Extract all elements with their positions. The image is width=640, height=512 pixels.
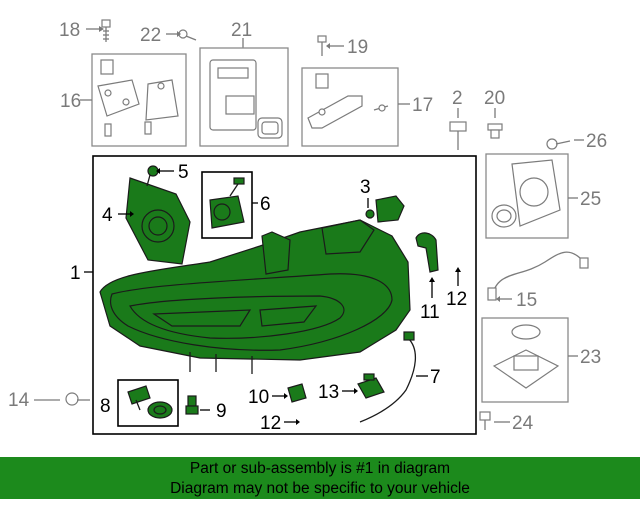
group-box-17 <box>301 67 399 147</box>
group-box-6 <box>201 171 253 239</box>
part-14-screw[interactable] <box>65 392 90 406</box>
part-4-cover-plate[interactable] <box>125 177 191 265</box>
part-25-bulb-cover[interactable] <box>491 159 561 228</box>
part-1-headlamp-assembly[interactable] <box>99 219 411 374</box>
callout-7: 7 <box>430 367 441 388</box>
part-2-bolt[interactable] <box>449 121 467 150</box>
main-assembly-box <box>92 155 477 435</box>
callout-11: 11 <box>420 302 440 323</box>
callout-1: 1 <box>70 263 81 284</box>
callout-24: 24 <box>512 413 534 434</box>
callout-2: 2 <box>452 88 463 109</box>
callout-15: 15 <box>516 290 537 311</box>
parts-diagram: 18 22 16 21 19 <box>8 19 607 435</box>
part-20-clip[interactable] <box>487 123 503 139</box>
callout-16: 16 <box>60 91 81 112</box>
part-11-socket[interactable] <box>415 232 439 273</box>
part-6-adjuster[interactable] <box>209 177 245 229</box>
callout-3: 3 <box>360 177 371 198</box>
callout-9: 9 <box>216 401 227 422</box>
part-5-screw[interactable] <box>146 165 159 187</box>
callout-12b: 12 <box>260 413 281 434</box>
group-box-8 <box>117 379 179 427</box>
callout-12a: 12 <box>446 289 467 310</box>
part-22-screw[interactable] <box>178 29 197 41</box>
callout-17: 17 <box>412 95 433 116</box>
part-15-wiring[interactable] <box>487 251 589 301</box>
part-19-bolt[interactable] <box>317 35 327 56</box>
callout-4: 4 <box>102 205 113 226</box>
callout-19: 19 <box>347 37 368 58</box>
group-box-25 <box>485 153 569 239</box>
callout-25: 25 <box>580 189 601 210</box>
part-24-screw[interactable] <box>479 411 491 430</box>
callout-23: 23 <box>580 347 601 368</box>
group-box-23 <box>481 317 569 403</box>
callout-21: 21 <box>231 20 252 41</box>
callout-22: 22 <box>140 25 161 46</box>
callout-26: 26 <box>586 131 607 152</box>
callout-18: 18 <box>59 20 80 41</box>
part-9-bolt[interactable] <box>185 395 199 415</box>
group-box-21 <box>199 47 289 147</box>
callout-13: 13 <box>318 382 339 403</box>
part-23-ballast[interactable] <box>492 324 560 389</box>
callout-10: 10 <box>248 387 269 408</box>
part-18-bolt[interactable] <box>101 19 111 42</box>
callout-14: 14 <box>8 390 30 411</box>
callout-5: 5 <box>178 162 189 183</box>
part-17-bracket[interactable] <box>307 73 389 129</box>
part-7-cable[interactable] <box>359 331 416 423</box>
footer-line-1: Part or sub-assembly is #1 in diagram <box>189 460 451 477</box>
part-13-connector[interactable] <box>357 373 385 399</box>
footer-banner: Part or sub-assembly is #1 in diagram Di… <box>0 457 640 499</box>
part-16-mount-kit[interactable] <box>97 59 179 137</box>
part-21-control-module[interactable] <box>209 59 283 139</box>
callout-8: 8 <box>100 396 111 417</box>
callout-6: 6 <box>260 194 271 215</box>
part-8-motor[interactable] <box>127 385 173 419</box>
part-3-bulb[interactable] <box>365 195 405 223</box>
part-26-screw[interactable] <box>546 138 571 150</box>
callout-20: 20 <box>484 88 505 109</box>
part-10-cap[interactable] <box>287 383 307 403</box>
footer-line-2: Diagram may not be specific to your vehi… <box>170 480 470 497</box>
